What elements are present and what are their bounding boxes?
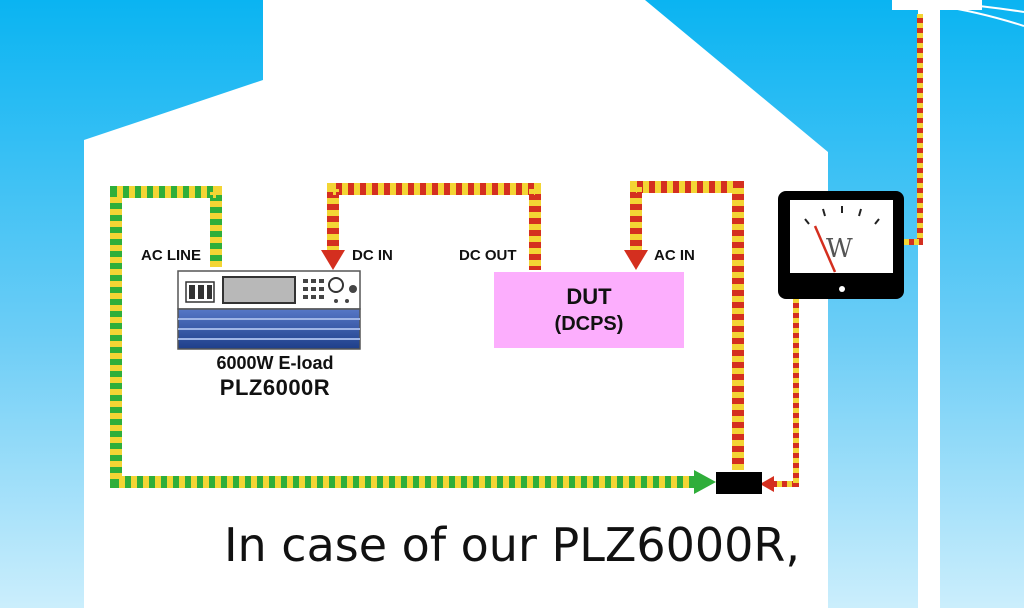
dc-cable bbox=[327, 183, 541, 270]
dc-in-label: DC IN bbox=[352, 247, 393, 264]
watt-meter-symbol: W bbox=[826, 234, 853, 264]
dut-subtitle: (DCPS) bbox=[554, 313, 624, 335]
eload-model-label: PLZ6000R bbox=[219, 375, 331, 400]
distribution-box bbox=[716, 472, 762, 494]
eload-device bbox=[177, 270, 361, 350]
meter-needle bbox=[813, 225, 837, 273]
caption-text: In case of our PLZ6000R, bbox=[223, 518, 801, 572]
ac-line-arrowhead bbox=[694, 470, 716, 494]
watt-meter bbox=[778, 191, 904, 299]
ac-line-label: AC LINE bbox=[141, 247, 201, 264]
utility-pole bbox=[918, 0, 940, 608]
dut-title: DUT bbox=[566, 284, 612, 309]
ac-in-label: AC IN bbox=[654, 247, 695, 264]
meter-feed-cable bbox=[772, 298, 799, 487]
ac-line-cable bbox=[110, 186, 700, 488]
ac-in-cable bbox=[630, 181, 744, 470]
power-line bbox=[939, 1, 1024, 13]
dc-out-label: DC OUT bbox=[459, 247, 517, 264]
eload-name-label: 6000W E-load bbox=[216, 353, 334, 373]
meter-feed-arrowhead bbox=[760, 476, 774, 492]
house-shape bbox=[84, 0, 828, 608]
utility-pole-crossarm bbox=[892, 0, 982, 10]
ac-in-arrowhead bbox=[624, 250, 648, 270]
dut-box: DUT (DCPS) bbox=[494, 272, 684, 348]
dc-in-arrowhead bbox=[321, 250, 345, 270]
power-line bbox=[939, 5, 1024, 27]
pole-cable bbox=[904, 14, 923, 245]
